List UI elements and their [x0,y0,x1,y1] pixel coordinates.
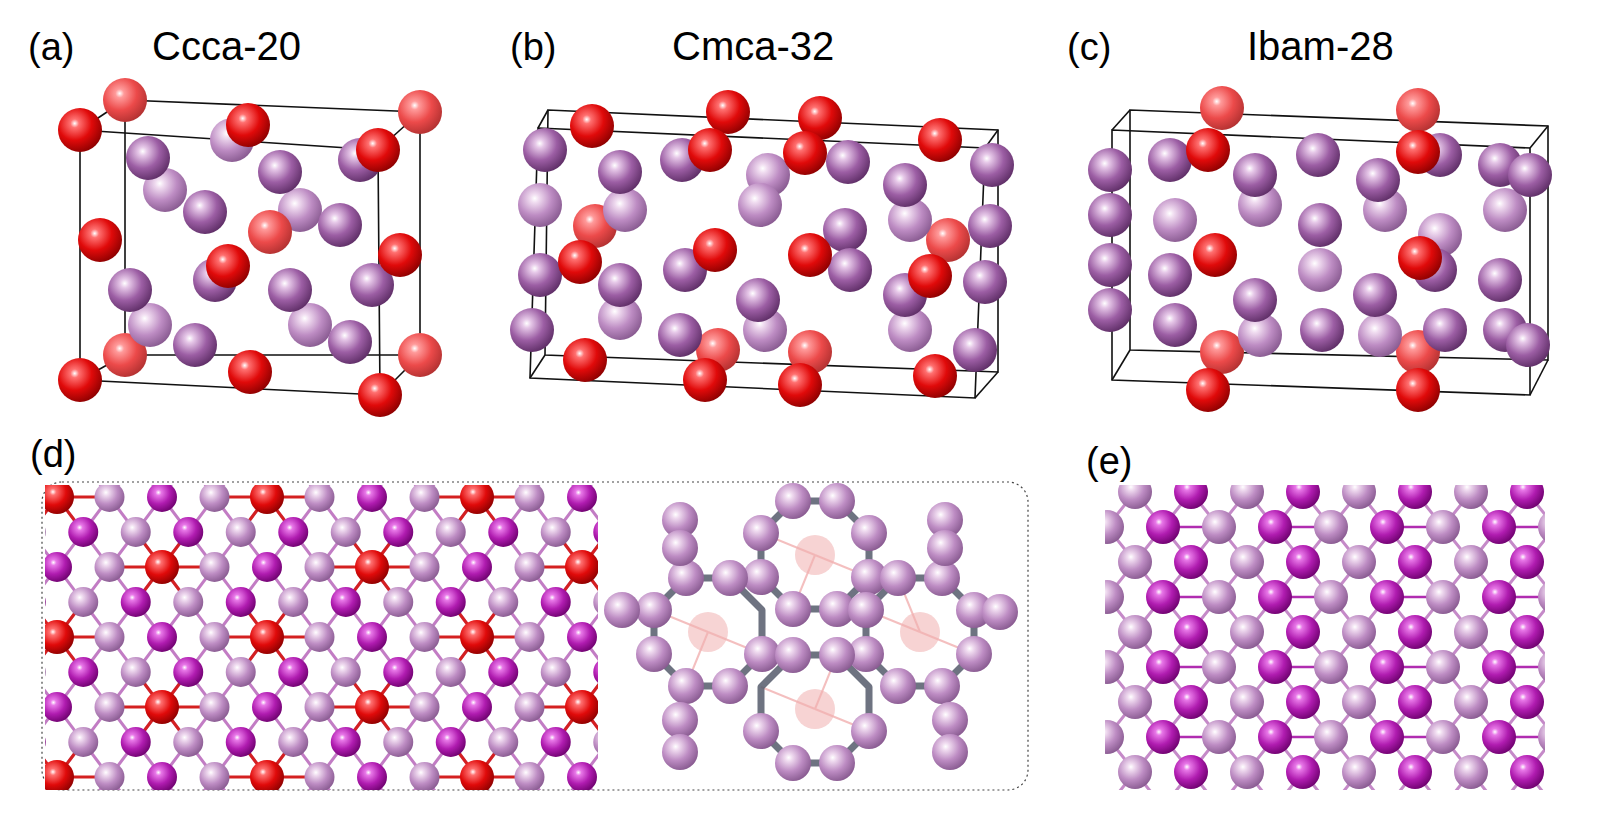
layer-view-e [1105,485,1545,790]
structure-title: Ccca-20 [152,26,301,66]
structure-title: Ibam-28 [1247,26,1394,66]
panel-label: (c) [1067,28,1111,66]
structure-title: Cmca-32 [672,26,834,66]
panel-label: (b) [510,28,556,66]
layer-view-d [42,482,1028,790]
unit-cell-a [58,78,442,417]
panel-label: (e) [1086,442,1132,480]
panel-label: (d) [30,435,76,473]
unit-cell-b [510,90,1014,407]
panel-label: (a) [28,28,74,66]
unit-cell-c [1088,86,1552,412]
